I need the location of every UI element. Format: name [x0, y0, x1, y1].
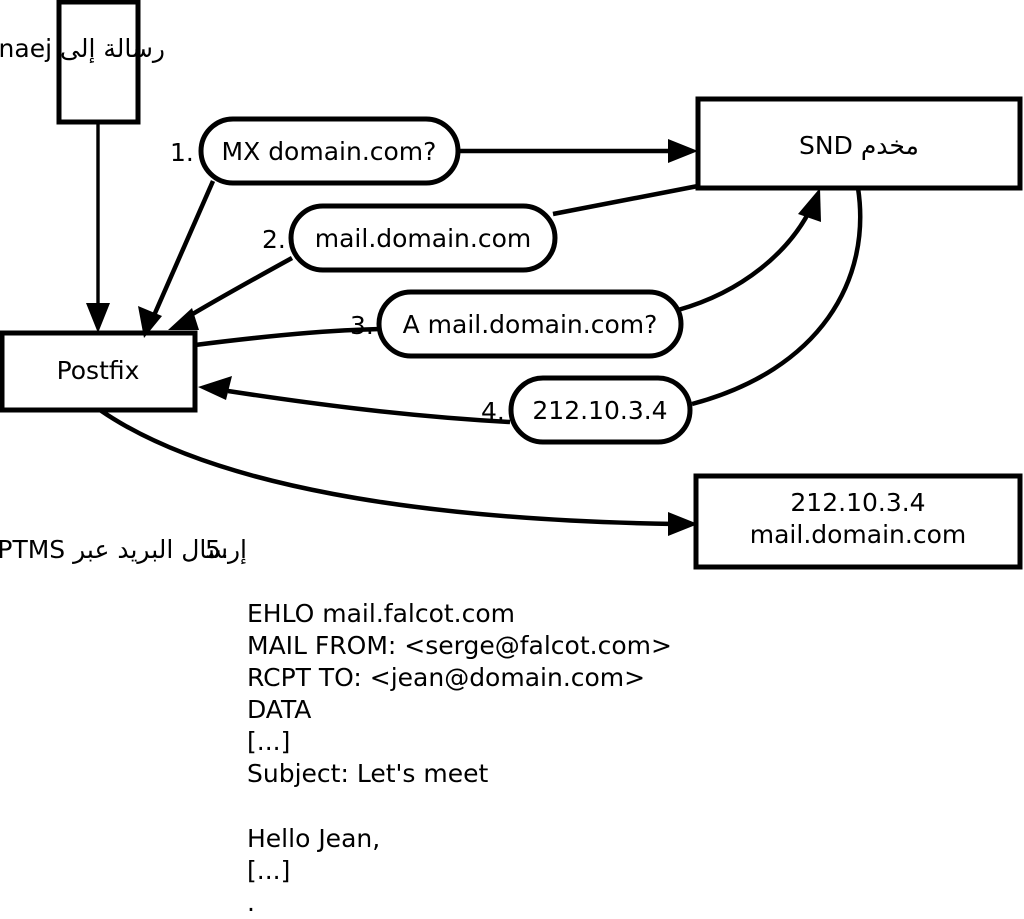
step-2-bubble-label: mail.domain.com: [315, 224, 531, 253]
edge-step4-to-postfix: [227, 388, 511, 425]
arrowhead-sender-to-postfix: [86, 303, 110, 333]
edge-step2-from-dns: [552, 183, 699, 217]
smtp-line: DATA: [247, 695, 311, 724]
step-1-bubble-label: MX domain.com?: [222, 137, 437, 166]
arrowhead-step3-to-dns: [798, 188, 821, 222]
smtp-line: Subject: Let's meet: [247, 759, 488, 788]
step-4-number: 4.: [481, 397, 505, 426]
header-note: رسالة إلى jean@domain.com: [0, 34, 165, 64]
smtp-line: Hello Jean,: [247, 824, 380, 853]
edge-step3-from-postfix: [194, 326, 381, 348]
smtp-line: RCPT TO: <jean@domain.com>: [247, 663, 645, 692]
arrowhead-step1-from-postfix: [138, 306, 162, 338]
edge-step2-to-postfix: [184, 256, 294, 320]
edge-step3-to-dns: [677, 205, 815, 313]
smtp-line: .: [247, 888, 255, 917]
postfix-label: Postfix: [57, 356, 140, 385]
smtp-line: MAIL FROM: <serge@falcot.com>: [247, 631, 672, 660]
step-1-bubble: [198, 116, 461, 186]
step-3-bubble: [376, 289, 684, 359]
step-2-bubble: [288, 203, 558, 273]
arrowhead-step4-to-postfix: [198, 376, 232, 400]
step-4-bubble: [508, 375, 693, 445]
step-2-number: 2.: [262, 225, 286, 254]
edge-step4-from-dns: [691, 187, 863, 407]
arrowhead-step1-to-dns: [668, 139, 698, 163]
step-1-number: 1.: [170, 138, 194, 167]
arrowhead-step2-to-postfix: [168, 308, 199, 330]
target-server-ip: 212.10.3.4: [790, 488, 925, 517]
edge-step1-from-postfix: [149, 180, 216, 321]
target-server-box: [693, 473, 1023, 570]
step-5-number: 5.: [205, 535, 229, 564]
smtp-transcript: EHLO mail.falcot.com MAIL FROM: <serge@f…: [247, 599, 672, 917]
step-3-number: 3.: [350, 311, 374, 340]
arrowhead-step5-to-target: [668, 512, 698, 536]
edge-step5-to-target: [98, 408, 677, 527]
step-3-bubble-label: A mail.domain.com?: [403, 310, 658, 339]
step-4-bubble-label: 212.10.3.4: [532, 396, 667, 425]
smtp-line: EHLO mail.falcot.com: [247, 599, 515, 628]
postfix-box: [0, 330, 198, 413]
dns-server-label: مخدم DNS: [799, 131, 919, 160]
step-5-label: إرسال البريد عبر SMTP: [0, 535, 247, 565]
smtp-line: [...]: [247, 727, 290, 756]
smtp-line: [...]: [247, 856, 290, 885]
target-server-host: mail.domain.com: [750, 520, 966, 549]
